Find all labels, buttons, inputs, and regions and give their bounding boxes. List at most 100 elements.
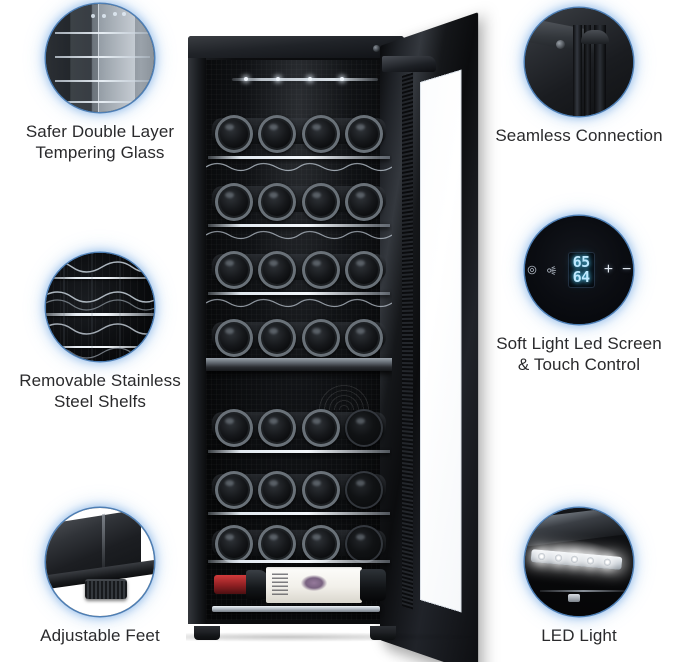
temperature-display: 65 64 [567, 252, 595, 288]
feature-callout-stainless-shelves: Removable Stainless Steel Shelfs [0, 253, 200, 413]
wire-shelf-waves [206, 226, 392, 242]
feature-label-line1: Seamless Connection [495, 126, 663, 145]
feature-label-line1: Removable Stainless [19, 371, 181, 390]
feature-image-wrap-stainless-shelves [46, 253, 154, 361]
bottle-base [301, 525, 340, 563]
bottle-base [301, 471, 340, 509]
feature-image-wrap-led-light [525, 508, 633, 616]
feature-callout-seamless-connection: Seamless Connection [479, 8, 679, 146]
feature-label-line1: Adjustable Feet [40, 626, 160, 645]
wire-shelf [208, 450, 390, 453]
bottle-base [345, 525, 384, 563]
fan-vent-icon [318, 376, 370, 410]
feature-label-led-light: LED Light [479, 625, 679, 646]
feature-callout-adjustable-feet: Adjustable Feet [0, 508, 200, 646]
bottle-base [214, 525, 253, 563]
cabinet-foot-right [370, 626, 396, 640]
bottle-row [206, 468, 392, 512]
bottle-base [301, 115, 340, 153]
bottle-base [345, 471, 384, 509]
decrease-temperature-button[interactable]: − [622, 261, 632, 278]
bottle-punt [360, 569, 386, 601]
bottle-base [301, 251, 340, 289]
led-light-bar-icon [525, 508, 633, 616]
bottle-base [214, 471, 253, 509]
double-layer-glass-icon [46, 4, 154, 112]
power-icon[interactable] [527, 265, 537, 275]
feature-image-wrap-seamless-connection [525, 8, 633, 116]
cabinet-top-screw-icon [373, 45, 380, 52]
bottle-base [345, 115, 384, 153]
pull-out-rack-rail [212, 606, 380, 612]
wire-shelf [208, 224, 390, 227]
bottle-base [258, 183, 297, 221]
wire-shelf [208, 560, 390, 563]
feature-label-led-touch-control: Soft Light Led Screen & Touch Control [479, 333, 679, 376]
bottle-base [214, 319, 253, 357]
bottle-row [206, 248, 392, 292]
wire-shelf [208, 292, 390, 295]
bottle-base [258, 471, 297, 509]
wire-shelf-waves [206, 158, 392, 174]
feature-image-wrap-tempering-glass [46, 4, 154, 112]
wine-bottle-labeled [214, 566, 390, 604]
bottle-base [258, 115, 297, 153]
bottle-base [214, 115, 253, 153]
bottle-shoulder [246, 570, 268, 600]
control-panel: 65 64 + − [525, 252, 633, 288]
feature-image-wrap-led-touch-control: 65 64 + − [525, 216, 633, 324]
bottle-base [345, 319, 384, 357]
feature-callout-led-touch-control: 65 64 + − Soft Light Led Screen & Touch … [479, 216, 679, 376]
bottle-row [206, 522, 392, 566]
wire-shelf [208, 512, 390, 515]
door-gasket-edge [402, 72, 413, 610]
bottle-row [206, 112, 392, 156]
cabinet-interior [206, 60, 392, 620]
bottle-base [258, 319, 297, 357]
cabinet-top-panel [188, 36, 404, 58]
wire-shelf [208, 156, 390, 159]
feature-label-stainless-shelves: Removable Stainless Steel Shelfs [0, 370, 200, 413]
bottle-base [214, 251, 253, 289]
bottle-base [214, 409, 253, 447]
glass-door[interactable] [380, 12, 479, 662]
bottle-base [301, 409, 340, 447]
door-hinge-icon [525, 8, 633, 116]
interior-light-strip [232, 77, 378, 81]
bottle-base [345, 183, 384, 221]
feature-callout-tempering-glass: Safer Double Layer Tempering Glass [0, 4, 200, 164]
bottle-label [266, 567, 362, 603]
bottle-base [258, 251, 297, 289]
cabinet-side-wall [188, 58, 206, 624]
bottle-row [206, 406, 392, 450]
temperature-lower-value: 64 [572, 268, 591, 286]
product-image-wine-cooler [180, 12, 480, 662]
feature-label-line1: Soft Light Led Screen [496, 334, 662, 353]
feature-label-line1: Safer Double Layer [25, 122, 175, 141]
interior-light-icon[interactable] [546, 265, 559, 276]
bottle-base [258, 409, 297, 447]
feature-label-line2: & Touch Control [517, 355, 641, 375]
bottle-base [258, 525, 297, 563]
feature-label-line2: Tempering Glass [35, 143, 165, 163]
wire-shelf-waves [206, 294, 392, 310]
feature-image-wrap-adjustable-feet [46, 508, 154, 616]
wire-shelf-icon [46, 253, 154, 361]
feature-label-line2: Steel Shelfs [54, 392, 146, 412]
increase-temperature-button[interactable]: + [603, 261, 614, 278]
feature-label-adjustable-feet: Adjustable Feet [0, 625, 200, 646]
bottle-base [301, 319, 340, 357]
divider-shelf [206, 358, 392, 371]
bottle-base [345, 409, 384, 447]
feature-callout-led-light: LED Light [479, 508, 679, 646]
temperature-upper-value: 65 [572, 253, 591, 271]
bottle-row [206, 180, 392, 224]
bottle-row [206, 316, 392, 360]
feature-label-line1: LED Light [541, 626, 617, 645]
bottle-base [301, 183, 340, 221]
cabinet-foot-left [194, 626, 220, 640]
adjustable-foot-icon [46, 508, 154, 616]
feature-label-tempering-glass: Safer Double Layer Tempering Glass [0, 121, 200, 164]
bottle-base [214, 183, 253, 221]
